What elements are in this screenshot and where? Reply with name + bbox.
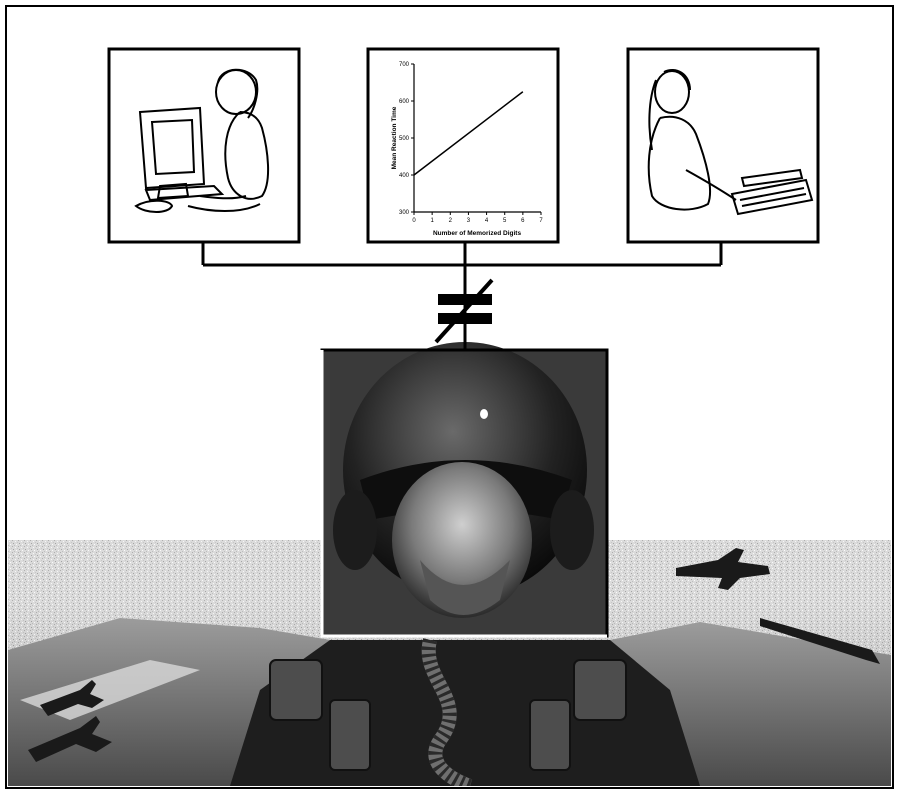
ear-cup-right <box>550 490 594 570</box>
ear-cup-left <box>333 490 377 570</box>
keyboard-user-panel <box>628 49 818 242</box>
y-tick-label: 600 <box>399 99 410 105</box>
y-tick-label: 400 <box>399 173 410 179</box>
y-tick-label: 300 <box>399 210 410 216</box>
panel-frame <box>628 49 818 242</box>
y-axis-label: Mean Reaction Time <box>391 106 398 169</box>
panel-frame <box>109 49 299 242</box>
y-tick-label: 500 <box>399 136 410 142</box>
pilot-portrait <box>322 342 607 636</box>
y-tick-label: 700 <box>399 62 410 68</box>
computer-user-panel <box>109 49 299 242</box>
x-axis-label: Number of Memorized Digits <box>433 230 522 237</box>
helmet-highlight <box>480 409 488 419</box>
